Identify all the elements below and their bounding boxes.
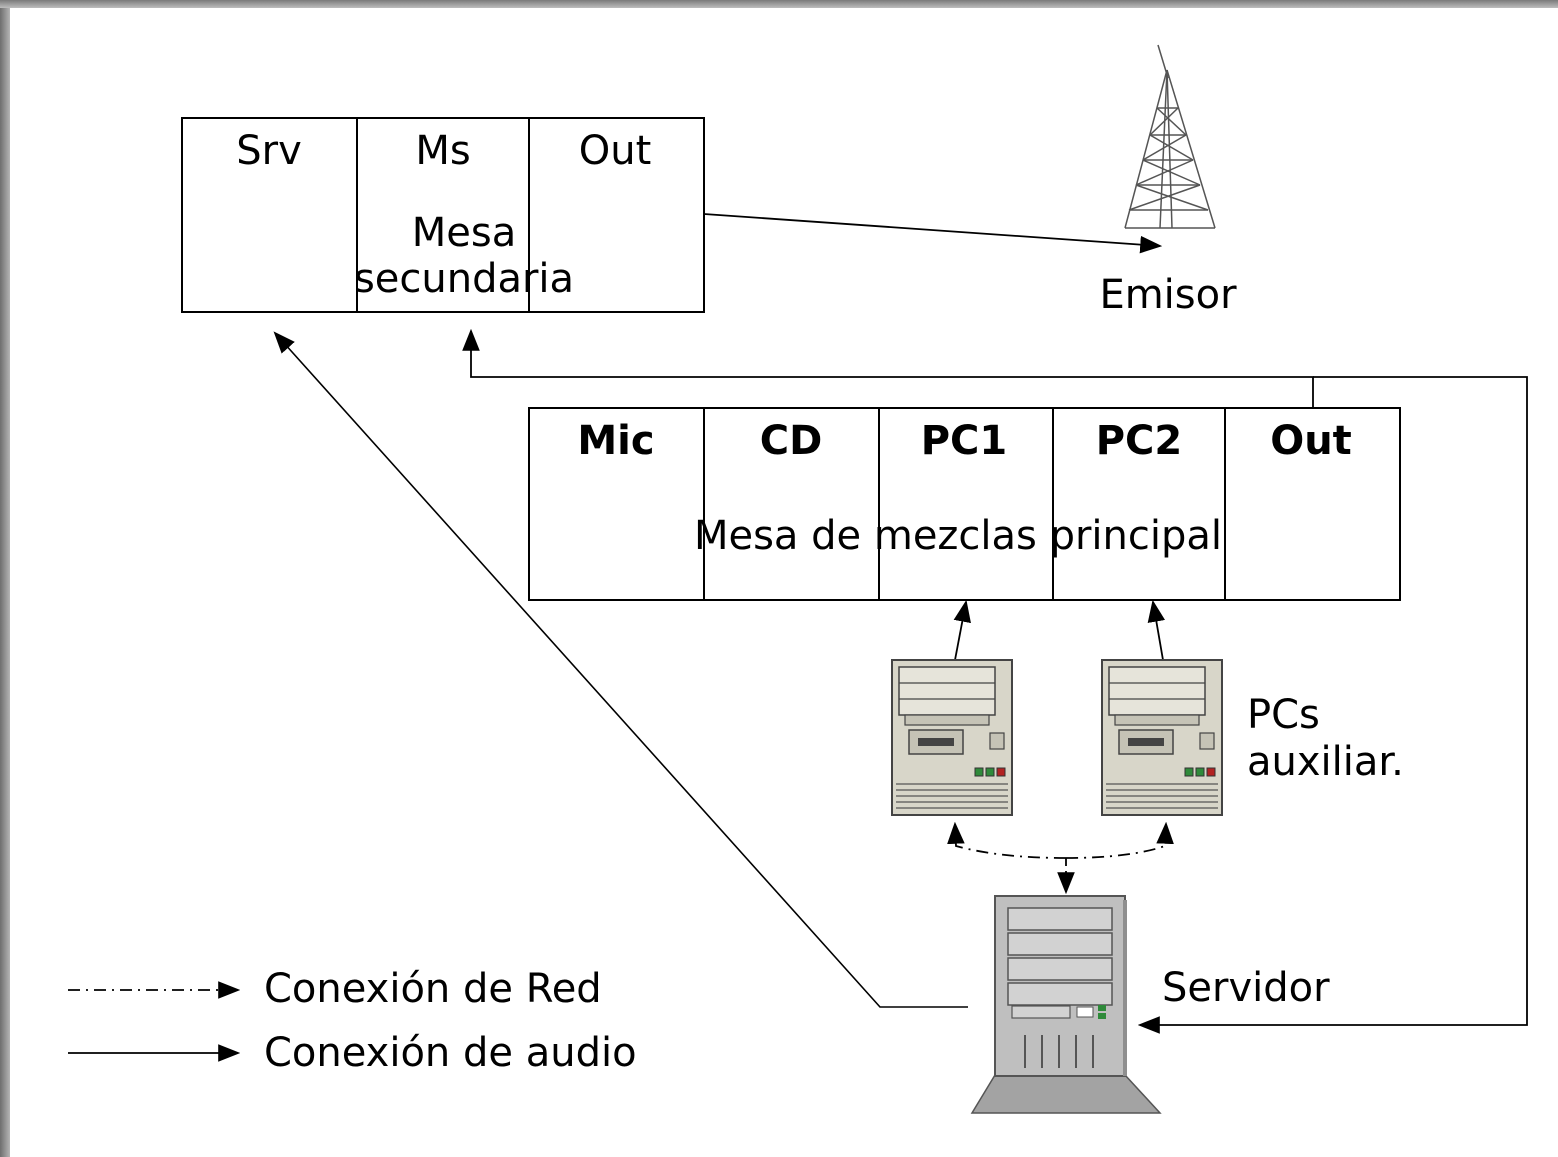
legend: Conexión de Red Conexión de audio (68, 966, 637, 1076)
channel-out-secundaria: Out (579, 128, 652, 174)
audio-link-pc2 (1147, 599, 1166, 661)
mesa-principal-title: Mesa de mezclas principal (694, 513, 1222, 559)
legend-audio-label: Conexión de audio (264, 1030, 637, 1076)
pcs-label-line1: PCs (1247, 692, 1320, 738)
legend-network-label: Conexión de Red (264, 966, 602, 1012)
mesa-secundaria-title-line2: secundaria (354, 256, 574, 302)
channel-cd: CD (760, 418, 823, 464)
server-icon (970, 895, 1162, 1114)
pc-icon (1101, 659, 1223, 816)
mesa-principal: Mic CD PC1 PC2 Out Mesa de mezclas princ… (528, 407, 1401, 601)
frame-left (0, 0, 10, 1157)
audio-link-pc1 (953, 599, 971, 661)
emisor-label: Emisor (1099, 272, 1237, 318)
channel-ms: Ms (415, 128, 470, 174)
mesa-secundaria-box (181, 117, 705, 313)
audio-link-out-to-servidor (1137, 376, 1528, 1034)
channel-pc2: PC2 (1096, 418, 1183, 464)
pc-icon (891, 659, 1013, 816)
channel-srv: Srv (236, 128, 302, 174)
frame-top (0, 0, 1558, 8)
network-link-pc1 (947, 821, 1067, 859)
audio-link-servidor-to-srv (273, 331, 968, 1008)
audio-link-out-to-ms (462, 328, 1314, 408)
tower-icon (1124, 44, 1216, 229)
audio-link-out-to-emisor (703, 213, 1163, 254)
servidor-label: Servidor (1162, 965, 1330, 1011)
channel-out-principal: Out (1270, 418, 1352, 464)
pcs-label-line2: auxiliar. (1247, 739, 1404, 785)
mesa-secundaria-title-line1: Mesa (412, 210, 516, 256)
mesa-secundaria: Srv Ms Out Mesa secundaria (181, 117, 705, 313)
network-link-pc2 (1065, 821, 1174, 859)
channel-pc1: PC1 (921, 418, 1008, 464)
channel-mic: Mic (577, 418, 654, 464)
